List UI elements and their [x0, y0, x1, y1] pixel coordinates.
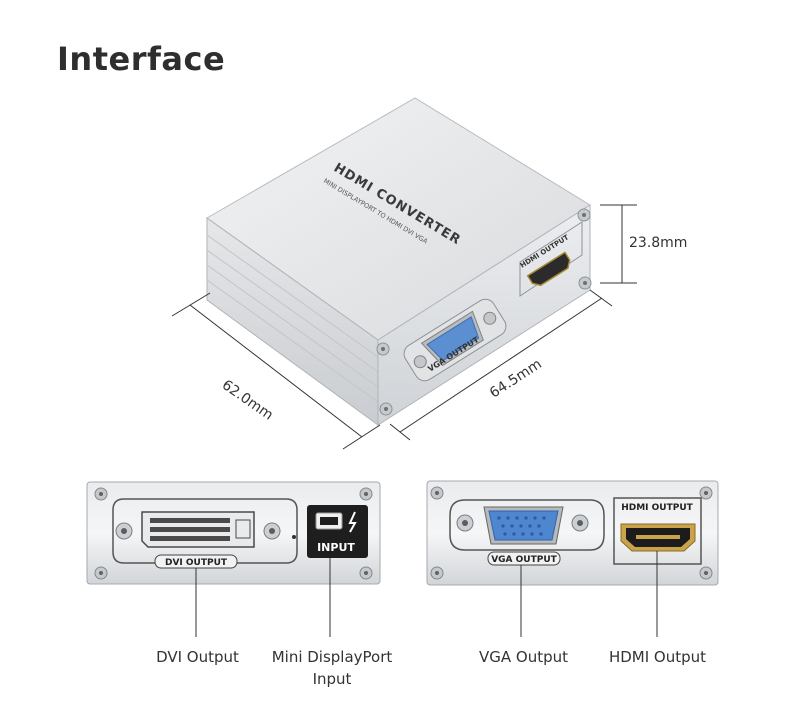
input-tag: INPUT	[317, 541, 355, 554]
minidp-input-label-line2: Input	[312, 670, 352, 688]
dvi-output-tag: DVI OUTPUT	[165, 558, 228, 568]
hdmi-output-label: HDMI Output	[608, 648, 707, 666]
dvi-output-label: DVI Output	[156, 648, 239, 666]
left-panel: DVI OUTPUT INPUT	[86, 481, 381, 585]
right-panel: VGA OUTPUT HDMI OUTPUT	[426, 480, 719, 586]
page-title: Interface	[57, 40, 226, 78]
vga-output-tag: VGA OUTPUT	[491, 555, 557, 565]
vga-output-label: VGA Output	[478, 648, 569, 666]
height-dimension: 23.8mm	[629, 235, 688, 251]
dimension-lines	[171, 204, 637, 450]
callout-lines	[195, 551, 658, 637]
hdmi-output-tag: HDMI OUTPUT	[621, 503, 693, 513]
minidp-input-label-line1: Mini DisplayPort	[271, 648, 393, 666]
